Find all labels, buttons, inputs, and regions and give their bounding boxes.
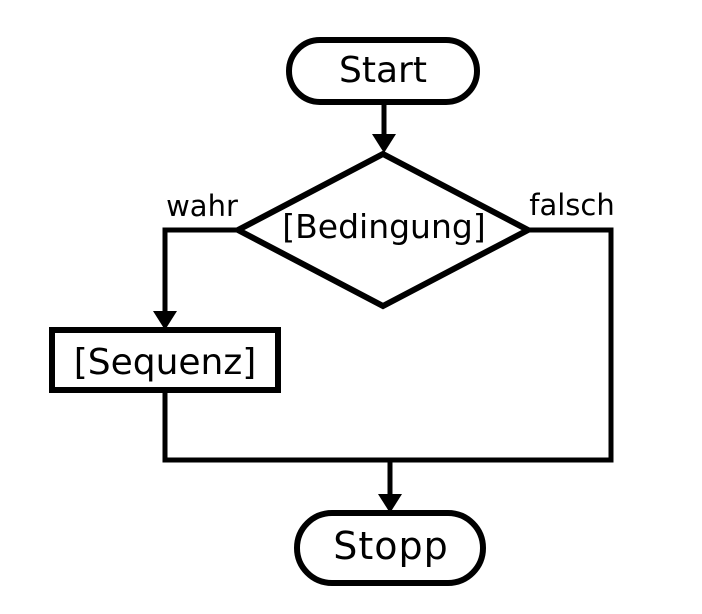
arrowhead-into-sequence (153, 311, 177, 330)
flowchart-labels: Start [Bedingung] [Sequenz] Stopp wahr f… (74, 50, 615, 568)
flowchart-edges (153, 100, 614, 513)
start-node (286, 37, 480, 105)
condition-node (231, 150, 535, 310)
arrowhead-into-condition (372, 134, 396, 153)
flowchart-nodes (49, 37, 535, 586)
edge-false-branch-and-merge (162, 227, 614, 463)
stop-node-label: Stopp (333, 524, 449, 568)
condition-node-label: [Bedingung] (282, 207, 485, 246)
false-branch-label: falsch (529, 188, 614, 222)
stop-node (294, 510, 486, 586)
edge-condition-true-to-sequence (162, 227, 242, 313)
sequence-node (49, 327, 281, 393)
sequence-node-label: [Sequenz] (74, 342, 257, 383)
arrowhead-into-stop (378, 494, 402, 513)
true-branch-label: wahr (166, 189, 238, 223)
start-node-label: Start (339, 50, 427, 91)
